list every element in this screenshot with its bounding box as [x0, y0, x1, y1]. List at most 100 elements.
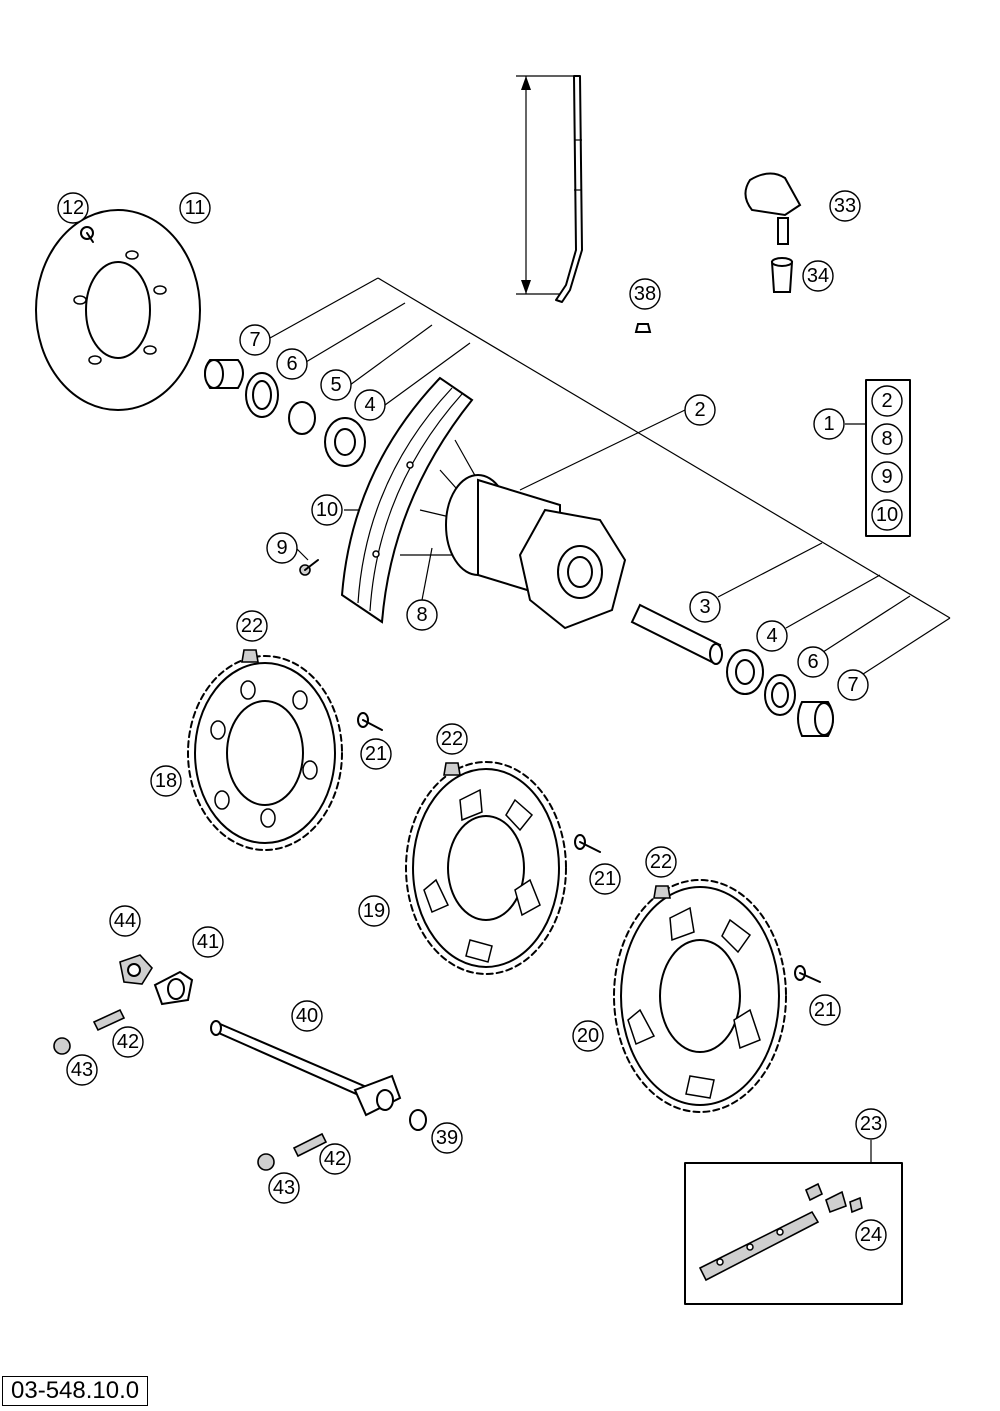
- callout-44: 44: [109, 905, 141, 937]
- callout-41: 41: [192, 926, 224, 958]
- adjuster-nut-b: [257, 1153, 275, 1171]
- sprocket-screw-a: [357, 712, 383, 731]
- sprocket-screw-c: [794, 965, 821, 983]
- callout-9-label: 9: [276, 537, 287, 559]
- bearing-left: [324, 417, 366, 467]
- callout-33: 33: [829, 190, 861, 222]
- callout-33-label: 33: [834, 195, 856, 217]
- callout-23: 23: [855, 1108, 887, 1140]
- callout-22-a: 22: [236, 610, 268, 642]
- valve-cap: [634, 323, 652, 333]
- callout-2-label: 2: [694, 399, 705, 421]
- sprocket-19: [405, 761, 567, 975]
- spoke-nipple: [299, 559, 319, 576]
- callout-20: 20: [572, 1020, 604, 1052]
- kit-callout-10-label: 10: [876, 504, 898, 526]
- callout-22-c: 22: [645, 846, 677, 878]
- callout-19: 19: [358, 895, 390, 927]
- callout-21-c: 21: [809, 994, 841, 1026]
- callout-42-a-label: 42: [117, 1031, 139, 1053]
- shaft-seal-left: [245, 372, 279, 418]
- kit-callout-9-label: 9: [881, 466, 892, 488]
- callout-40: 40: [291, 1000, 323, 1032]
- callout-12: 12: [57, 192, 89, 224]
- callout-21-a-label: 21: [365, 743, 387, 765]
- callout-23-label: 23: [860, 1113, 882, 1135]
- adjuster-screw-b: [292, 1132, 328, 1158]
- callout-39: 39: [431, 1122, 463, 1154]
- callout-10: 10: [311, 494, 343, 526]
- callout-7-lower-label: 7: [847, 674, 858, 696]
- callout-8: 8: [406, 599, 438, 631]
- callout-38: 38: [629, 278, 661, 310]
- callout-21-a: 21: [360, 738, 392, 770]
- drawing-number: 03-548.10.0: [2, 1376, 149, 1406]
- callout-6-upper-label: 6: [286, 353, 297, 375]
- spacer-tube: [630, 603, 723, 665]
- callout-1: 1: [813, 408, 845, 440]
- callout-1-label: 1: [823, 413, 834, 435]
- kit-callout-2: 2: [871, 385, 903, 417]
- callout-34-label: 34: [807, 265, 829, 287]
- rim-lock: [744, 172, 802, 245]
- callout-6-lower-label: 6: [807, 651, 818, 673]
- callout-11-label: 11: [185, 197, 206, 219]
- callout-21-b: 21: [589, 863, 621, 895]
- callout-10-label: 10: [316, 499, 338, 521]
- kit-callout-10: 10: [871, 499, 903, 531]
- callout-39-label: 39: [436, 1127, 458, 1149]
- dimension-arrow-bottom: [521, 280, 531, 294]
- callout-18-label: 18: [155, 770, 177, 792]
- callout-22-b-label: 22: [441, 728, 463, 750]
- callout-22-a-label: 22: [241, 615, 263, 637]
- callout-6-upper: 6: [276, 348, 308, 380]
- spacer-left: [204, 359, 244, 389]
- callout-43-b-label: 43: [273, 1177, 295, 1199]
- sprocket-screw-b: [574, 834, 601, 853]
- kit-callout-8-label: 8: [881, 428, 892, 450]
- callout-4-upper: 4: [354, 389, 386, 421]
- sprocket-18: [187, 655, 343, 851]
- callout-43-a: 43: [66, 1054, 98, 1086]
- callout-18: 18: [150, 765, 182, 797]
- sprocket-nut-b: [443, 762, 461, 776]
- callout-21-c-label: 21: [814, 999, 836, 1021]
- callout-34: 34: [802, 260, 834, 292]
- callout-42-b: 42: [319, 1143, 351, 1175]
- callout-7-upper: 7: [239, 324, 271, 356]
- axle-cap: [409, 1109, 427, 1131]
- callout-7-lower: 7: [837, 669, 869, 701]
- kit-callout-8: 8: [871, 423, 903, 455]
- callout-7-upper-label: 7: [249, 329, 260, 351]
- callout-5-label: 5: [330, 374, 341, 396]
- callout-20-label: 20: [577, 1025, 599, 1047]
- callout-4-lower-label: 4: [766, 625, 777, 647]
- sprocket-20: [613, 879, 787, 1113]
- callout-38-label: 38: [634, 283, 656, 305]
- sprocket-nut-a: [241, 649, 259, 663]
- brake-disc: [35, 209, 201, 411]
- callout-43-b: 43: [268, 1172, 300, 1204]
- callout-3: 3: [689, 591, 721, 623]
- callout-43-a-label: 43: [71, 1059, 93, 1081]
- callout-2: 2: [684, 394, 716, 426]
- callout-4-lower: 4: [756, 620, 788, 652]
- callout-12-label: 12: [62, 197, 84, 219]
- bearing-right: [726, 649, 764, 695]
- callout-42-b-label: 42: [324, 1148, 346, 1170]
- callout-6-lower: 6: [797, 646, 829, 678]
- leader-lines: [269, 75, 951, 1163]
- callout-11: 11: [179, 192, 211, 224]
- chain-kit: [684, 1162, 903, 1305]
- callout-22-b: 22: [436, 723, 468, 755]
- callout-21-b-label: 21: [594, 868, 616, 890]
- callout-5: 5: [320, 369, 352, 401]
- dimension-arrow-top: [521, 76, 531, 90]
- axle-nut: [119, 954, 154, 985]
- callout-4-upper-label: 4: [364, 394, 375, 416]
- callout-9: 9: [266, 532, 298, 564]
- circlip: [288, 401, 316, 435]
- callout-8-label: 8: [416, 604, 427, 626]
- callout-3-label: 3: [699, 596, 710, 618]
